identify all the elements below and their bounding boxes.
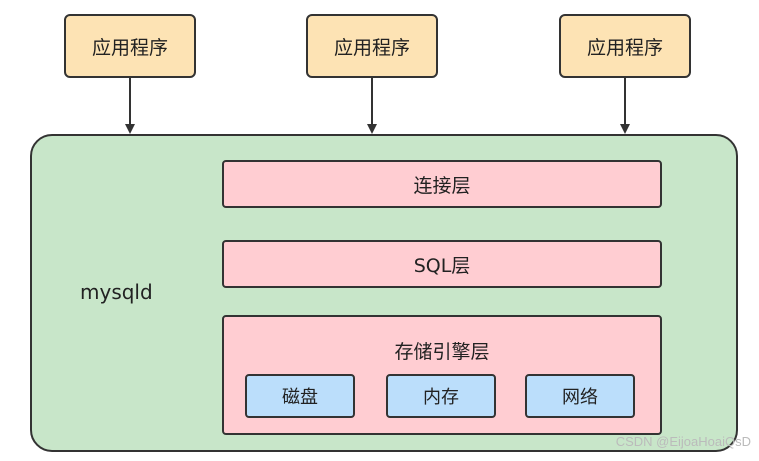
app-box-2: 应用程序 [306,14,438,78]
network-box: 网络 [525,374,635,418]
network-label: 网络 [562,387,598,408]
connection-layer: 连接层 [222,160,662,208]
app-box-1: 应用程序 [64,14,196,78]
watermark: CSDN @EijoaHoaiQsD [615,434,751,449]
app-box-3: 应用程序 [559,14,691,78]
disk-label: 磁盘 [282,387,318,408]
memory-box: 内存 [386,374,496,418]
memory-label: 内存 [423,387,459,408]
app-box-1-label: 应用程序 [91,36,168,59]
sql-layer: SQL层 [222,240,662,288]
app-box-2-label: 应用程序 [333,36,410,59]
storage-engine-layer-label: 存储引擎层 [394,341,490,363]
disk-box: 磁盘 [245,374,355,418]
mysqld-label: mysqld [80,280,153,304]
connection-layer-label: 连接层 [413,174,471,197]
sql-layer-label: SQL层 [413,254,471,277]
app-box-3-label: 应用程序 [586,36,663,59]
